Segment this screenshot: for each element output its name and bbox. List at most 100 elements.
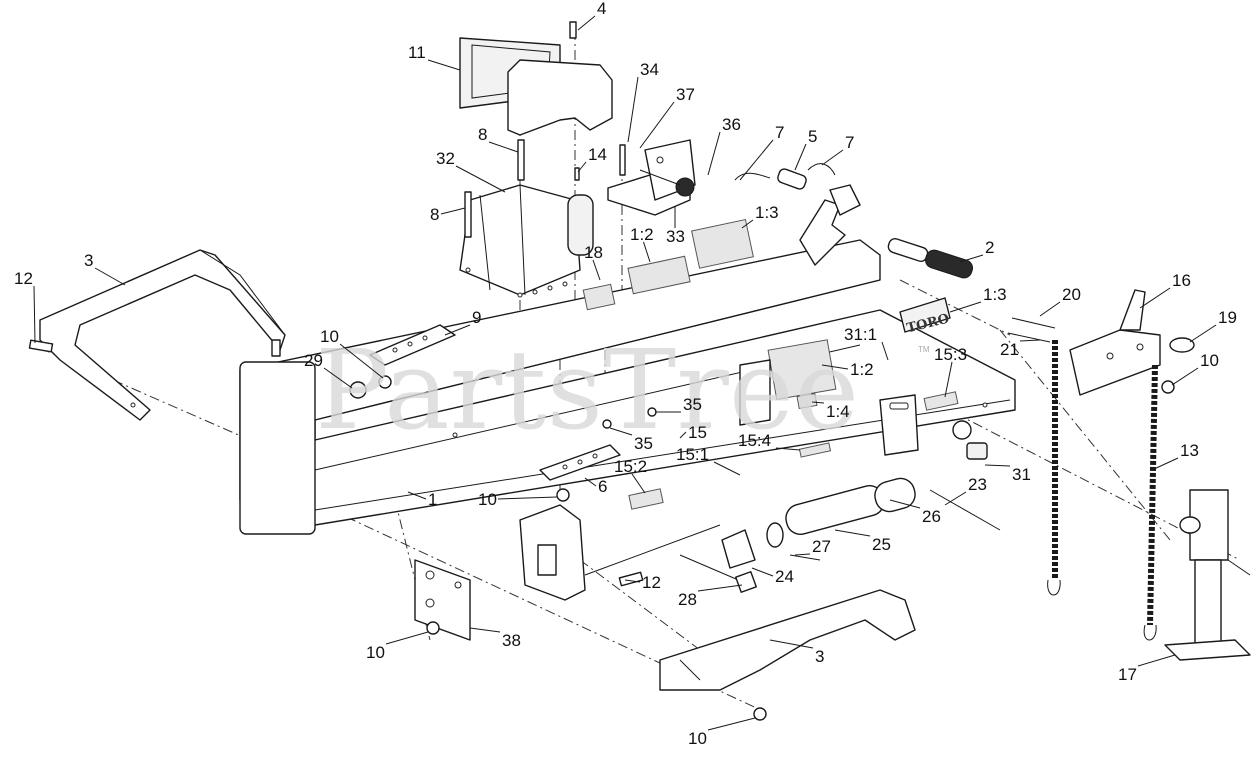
watermark-tm: TM (918, 345, 930, 354)
callout-leader (821, 364, 849, 370)
callout-leader (944, 361, 953, 398)
callout-18: 18 (584, 243, 603, 262)
callout-33: 33 (666, 227, 685, 246)
part-20-bolt (1011, 317, 1056, 329)
part-wedge-plate (507, 59, 613, 136)
part-21-bolt (1007, 332, 1051, 343)
callout-leader (631, 473, 646, 494)
callout-leader (469, 627, 501, 633)
callout-37: 37 (676, 85, 695, 104)
callout-11: 11 (408, 43, 426, 62)
callout-leader (440, 207, 466, 215)
callout-leader (455, 165, 506, 193)
callout-leader (1137, 654, 1176, 667)
callout-1: 1 (428, 490, 437, 509)
callout-leader (592, 259, 601, 281)
callout-leader (811, 401, 825, 404)
callout-leader (1039, 301, 1061, 317)
part-31-plates (739, 359, 988, 460)
callout-6: 6 (598, 477, 607, 496)
callout-7a: 7 (775, 123, 784, 142)
callout-leader (444, 324, 471, 336)
callout-27: 27 (812, 537, 831, 556)
part-12-bolts (28, 339, 644, 587)
callout-12a: 12 (14, 269, 33, 288)
callout-3b: 3 (815, 647, 824, 666)
callout-leader (577, 161, 587, 173)
callout-15-4: 15:4 (738, 431, 771, 450)
callout-10e: 10 (688, 729, 707, 748)
part-33-valve-bracket (607, 139, 696, 216)
callout-leader (385, 631, 429, 645)
callout-leader (627, 76, 639, 143)
callout-leader (739, 139, 774, 181)
part-13-chains (1047, 340, 1158, 641)
callout-leader (577, 15, 596, 31)
callout-leader (1171, 367, 1199, 386)
callout-29: 29 (304, 351, 323, 370)
callout-1-2a: 1:2 (630, 225, 654, 244)
callout-10a: 10 (320, 327, 339, 346)
callout-leader (794, 143, 807, 171)
callout-15-2: 15:2 (614, 457, 647, 476)
callout-leader (889, 499, 921, 509)
callout-9: 9 (472, 308, 481, 327)
callout-26: 26 (922, 507, 941, 526)
callout-10c: 10 (478, 490, 497, 509)
callout-23: 23 (968, 475, 987, 494)
callout-leader (488, 141, 519, 153)
callout-34: 34 (640, 60, 659, 79)
callout-17: 17 (1118, 665, 1137, 684)
callout-leader (707, 717, 756, 731)
part-38-bracket (414, 559, 471, 641)
callout-leader (881, 341, 889, 361)
callout-28: 28 (678, 590, 697, 609)
callout-4: 4 (597, 0, 606, 18)
callout-leader (624, 579, 641, 583)
callout-leader (944, 491, 967, 506)
watermark: PartsTree (315, 326, 859, 454)
part-25-cylinder (721, 477, 916, 569)
callout-13: 13 (1180, 441, 1199, 460)
callout-leader (643, 241, 651, 263)
callout-leader (984, 464, 1011, 467)
callout-leader (94, 267, 126, 286)
part-27-pin (789, 554, 821, 561)
callout-1-3b: 1:3 (983, 285, 1007, 304)
part-10-nuts (378, 375, 1175, 721)
callout-leader (584, 477, 597, 487)
callout-leader (751, 567, 774, 577)
callout-leader (769, 639, 814, 649)
part-32-wedge (459, 184, 594, 298)
callout-35a: 35 (683, 395, 702, 414)
callout-10b: 10 (1200, 351, 1219, 370)
callout-leader (949, 301, 982, 313)
part-2-handle (887, 238, 974, 279)
callout-36: 36 (722, 115, 741, 134)
part-17-jack (1164, 489, 1251, 661)
part-hitch-mount (519, 504, 721, 601)
callout-15-3: 15:3 (934, 345, 967, 364)
callout-leader (1019, 339, 1041, 342)
callout-leader (323, 367, 353, 389)
callout-24: 24 (775, 567, 794, 586)
decals: TORO (582, 219, 959, 510)
callout-20: 20 (1062, 285, 1081, 304)
callout-12b: 12 (642, 573, 661, 592)
callout-19: 19 (1218, 308, 1237, 327)
callout-25: 25 (872, 535, 891, 554)
part-3-bumper-bottom (659, 589, 916, 691)
callout-32: 32 (436, 149, 455, 168)
callout-leader (339, 343, 384, 379)
callout-leader (1189, 324, 1217, 343)
callout-7b: 7 (845, 133, 854, 152)
callout-38: 38 (502, 631, 521, 650)
callout-leader (713, 461, 741, 476)
part-3-bumper-left (39, 249, 286, 421)
callout-8a: 8 (478, 125, 487, 144)
callout-16: 16 (1172, 271, 1191, 290)
callout-leader (639, 101, 675, 149)
callout-5: 5 (808, 127, 817, 146)
callout-8b: 8 (430, 205, 439, 224)
